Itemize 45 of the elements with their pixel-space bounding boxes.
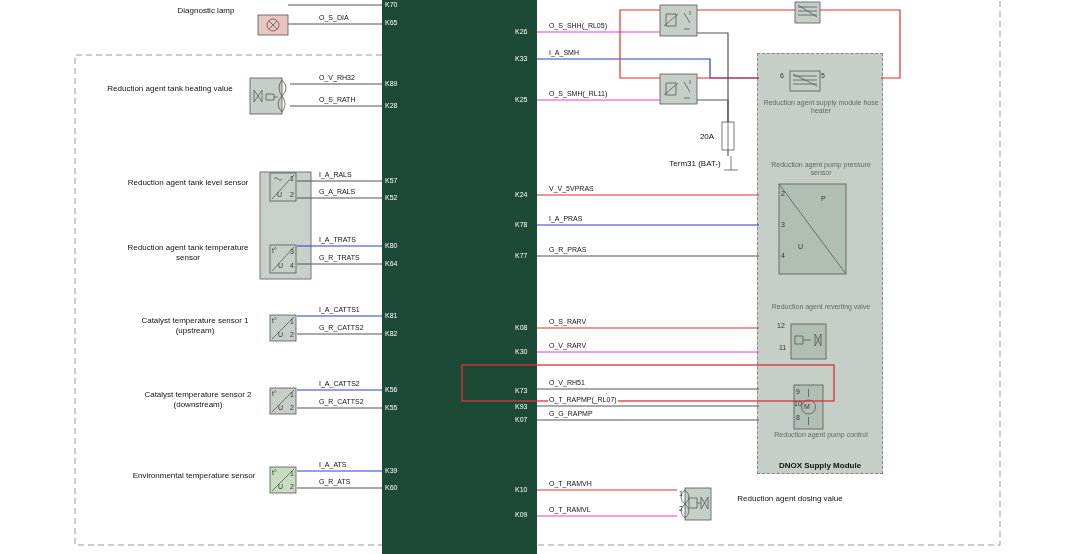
component-label: Catalyst temperature sensor 2 (downstream) [143, 390, 253, 410]
wire [296, 180, 383, 182]
ecu-block [382, 0, 537, 554]
component-label: Catalyst temperature sensor 1 (upstream) [140, 316, 250, 336]
wire [296, 197, 383, 199]
wire [289, 105, 383, 107]
wire [696, 77, 760, 79]
wire [536, 388, 760, 390]
component-label: Reduction agent tank temperature sensor [126, 243, 250, 263]
wire [296, 389, 383, 391]
wire [296, 470, 383, 472]
wire [536, 351, 760, 353]
component-label: Reduction agent tank level sensor [126, 178, 250, 188]
component-label: Reduction agent dosing value [736, 494, 844, 504]
wire [296, 333, 383, 335]
wire [296, 315, 383, 317]
wire [296, 245, 383, 247]
component-label: Term31 (BAT-) [668, 159, 722, 169]
component-label: Diagnostic lamp [176, 6, 236, 16]
component-label: Environmental temperature sensor [131, 471, 257, 481]
rating-label: 20A [698, 132, 716, 142]
wire [696, 9, 796, 11]
wire [536, 194, 760, 196]
wire [619, 9, 661, 79]
wire [536, 405, 760, 407]
wire [536, 327, 760, 329]
wire [536, 255, 760, 257]
wire [536, 489, 678, 491]
wire [727, 149, 729, 157]
wire [296, 407, 383, 409]
wire [536, 419, 760, 421]
wire [287, 4, 383, 6]
wire [296, 487, 383, 489]
wire [819, 9, 901, 79]
wire [536, 99, 661, 101]
wire [296, 263, 383, 265]
module-housing [757, 53, 883, 474]
wire [289, 83, 383, 85]
wire [536, 31, 661, 33]
wire [696, 99, 729, 123]
module-title: DNOX Supply Module [777, 461, 863, 471]
component-label: Reduction agent tank heating value [106, 84, 234, 94]
wire [536, 515, 678, 517]
wire [287, 23, 383, 25]
wire [536, 224, 760, 226]
